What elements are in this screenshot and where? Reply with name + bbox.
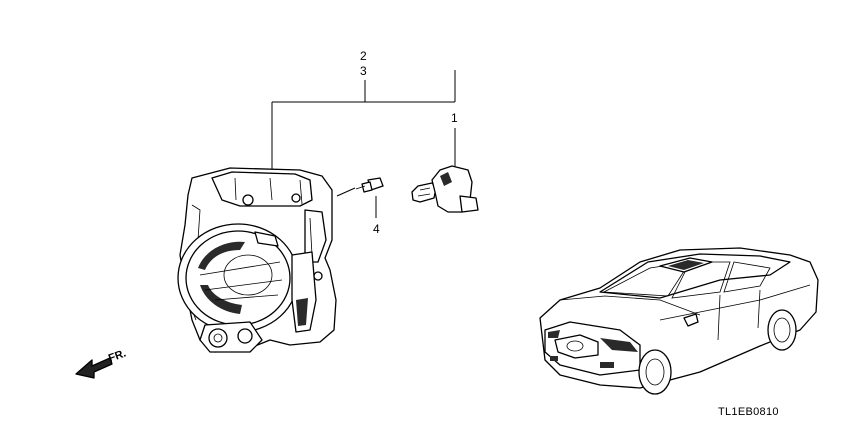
fog-light-assembly	[177, 167, 337, 353]
callout-2: 2	[360, 49, 367, 63]
callout-3: 3	[360, 64, 367, 78]
bulb-part	[411, 165, 479, 213]
front-direction-label: FR.	[107, 347, 128, 364]
diagram-code: TL1EB0810	[718, 406, 779, 418]
callout-4: 4	[373, 222, 380, 236]
leader-lines	[271, 70, 456, 218]
callout-1: 1	[451, 111, 458, 125]
front-direction-arrow	[75, 357, 113, 379]
screw-part	[355, 177, 384, 193]
vehicle-illustration	[539, 247, 819, 395]
